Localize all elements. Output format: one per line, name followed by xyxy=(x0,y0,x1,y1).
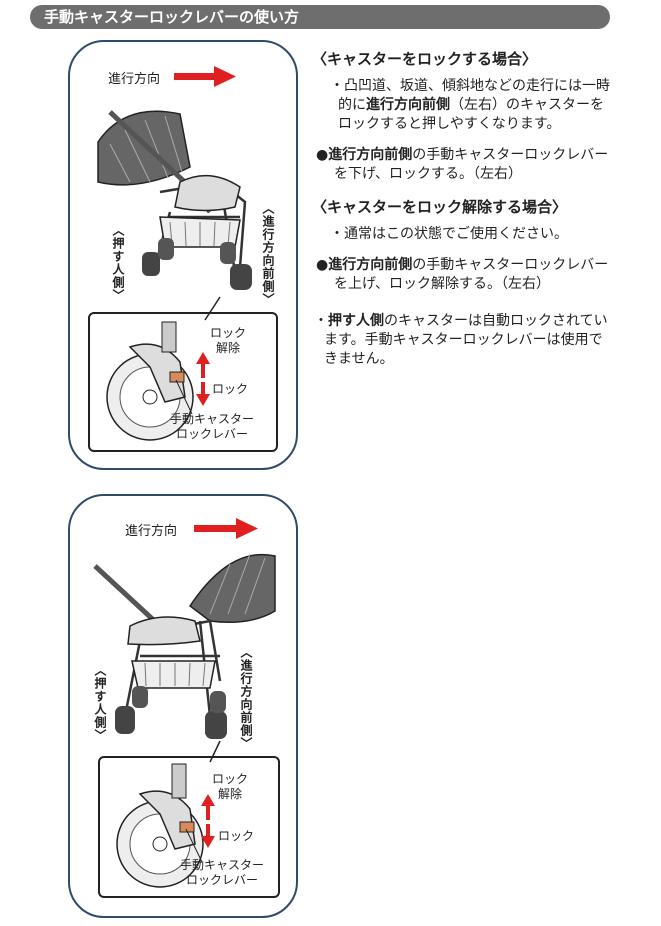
direction-arrow-head xyxy=(214,66,236,87)
stroller-illustration-1 xyxy=(97,66,252,441)
forward-side-label: 〈進行方向前側〉 xyxy=(239,646,253,750)
lock-label: ロック xyxy=(212,382,249,396)
direction-arrow-head xyxy=(236,518,258,539)
canopy xyxy=(188,553,276,623)
section-title: 手動キャスターロックレバーの使い方 xyxy=(44,8,300,26)
footer-bold: 押す人側 xyxy=(328,313,384,329)
stroller-illustration-2 xyxy=(93,518,276,888)
stroller-panel-2: 進行方向 xyxy=(68,494,298,918)
direction-label: 進行方向 xyxy=(125,524,178,539)
forward-side-label: 〈進行方向前側〉 xyxy=(261,202,275,306)
lock-label: ロック xyxy=(218,829,255,843)
lever-label: 手動キャスター ロックレバー xyxy=(180,858,265,887)
footer-text: のキャスターは自動ロックされています。手動キャスターロックレバーは使用できません… xyxy=(324,313,608,367)
unlock-label: ロック 解除 xyxy=(212,772,249,801)
unlock-instruction-text: の手動キャスターロックレバーを上げ、ロック解除する。（左右） xyxy=(334,257,609,292)
push-side-label: 〈押す人側〉 xyxy=(93,664,107,742)
lock-lever xyxy=(169,371,185,383)
lever-label: 手動キャスター ロックレバー xyxy=(170,412,255,441)
push-side-label: 〈押す人側〉 xyxy=(111,224,125,302)
unlock-note: ・通常はこの状態でご使用ください。 xyxy=(330,226,568,242)
bullet-mark: ● xyxy=(316,147,329,163)
lock-instruction: ●進行方向前側の手動キャスターロックレバーを下げ、ロックする。（左右） xyxy=(312,146,612,184)
footer-mark: ・ xyxy=(314,313,328,329)
stroller-panel-1: 進行方向 xyxy=(68,40,298,470)
auto-lock-note: ・押す人側のキャスターは自動ロックされています。手動キャスターロックレバーは使用… xyxy=(312,312,612,369)
unlock-label: ロック 解除 xyxy=(210,326,247,355)
lock-instruction-text: の手動キャスターロックレバーを下げ、ロックする。（左右） xyxy=(334,147,609,182)
lock-note-text: ・凸凹道、坂道、傾斜地などの走行には一時的に xyxy=(330,78,610,113)
lock-note: ・凸凹道、坂道、傾斜地などの走行には一時的に進行方向前側（左右）のキャスターをロ… xyxy=(312,77,612,134)
direction-arrow-shaft xyxy=(194,525,238,532)
unlock-instruction-bold: 進行方向前側 xyxy=(328,257,413,273)
front-caster xyxy=(205,711,227,739)
lock-note-bold: 進行方向前側 xyxy=(366,97,450,113)
direction-arrow-shaft xyxy=(174,73,216,80)
lock-instruction-bold: 進行方向前側 xyxy=(328,147,413,163)
instructions-column: 〈キャスターをロックする場合〉 ・凸凹道、坂道、傾斜地などの走行には一時的に進行… xyxy=(312,48,612,381)
front-caster xyxy=(230,264,252,290)
bullet-mark: ● xyxy=(316,257,329,273)
lock-note-text-end: （左右）のキャスターをロックすると押しやすくなります。 xyxy=(338,97,604,132)
unlock-section-title: 〈キャスターをロック解除する場合〉 xyxy=(312,198,568,216)
unlock-instruction: ●進行方向前側の手動キャスターロックレバーを上げ、ロック解除する。（左右） xyxy=(312,256,612,294)
direction-label: 進行方向 xyxy=(108,72,161,87)
section-header: 手動キャスターロックレバーの使い方 xyxy=(30,5,610,29)
lock-section-title: 〈キャスターをロックする場合〉 xyxy=(312,50,538,68)
